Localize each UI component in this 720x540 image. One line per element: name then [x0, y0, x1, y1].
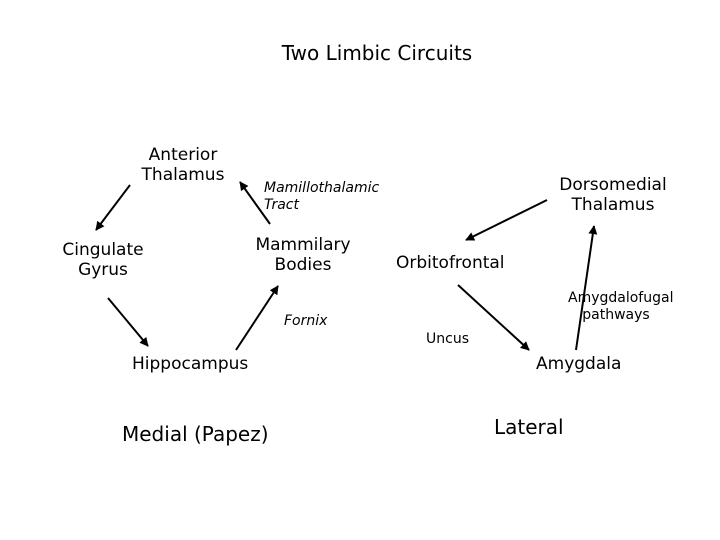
arrow-anterior-thalamus-to-cingulate: [95, 184, 131, 231]
node-dorsomedial-thalamus: Dorsomedial Thalamus: [559, 175, 667, 216]
arrow-dorsomedial-thalamus-to-orbitofrontal: [465, 199, 548, 241]
caption-medial-papez: Medial (Papez): [122, 422, 269, 446]
label-mamillothalamic-tract: Mamillothalamic Tract: [264, 180, 380, 213]
node-hippocampus: Hippocampus: [132, 354, 249, 374]
arrow-cingulate-to-hippocampus: [107, 297, 149, 347]
label-uncus: Uncus: [426, 331, 469, 347]
arrow-orbitofrontal-to-amygdala: [457, 284, 530, 351]
arrow-hippocampus-to-mammilary-bodies: [235, 285, 279, 351]
label-amygdalofugal-pathways: Amygdalofugal pathways: [568, 290, 674, 323]
node-orbitofrontal: Orbitofrontal: [396, 253, 505, 273]
caption-lateral: Lateral: [494, 415, 564, 439]
node-mammilary-bodies: Mammilary Bodies: [255, 235, 351, 276]
node-anterior-thalamus: Anterior Thalamus: [141, 145, 225, 186]
node-cingulate-gyrus: Cingulate Gyrus: [62, 240, 144, 281]
node-amygdala: Amygdala: [536, 354, 622, 374]
arrow-amygdala-to-dorsomedial-thalamus: [575, 225, 598, 351]
arrow-mammilary-bodies-to-anterior-thalamus: [239, 181, 271, 225]
label-fornix: Fornix: [284, 313, 328, 329]
diagram-title: Two Limbic Circuits: [281, 41, 473, 65]
